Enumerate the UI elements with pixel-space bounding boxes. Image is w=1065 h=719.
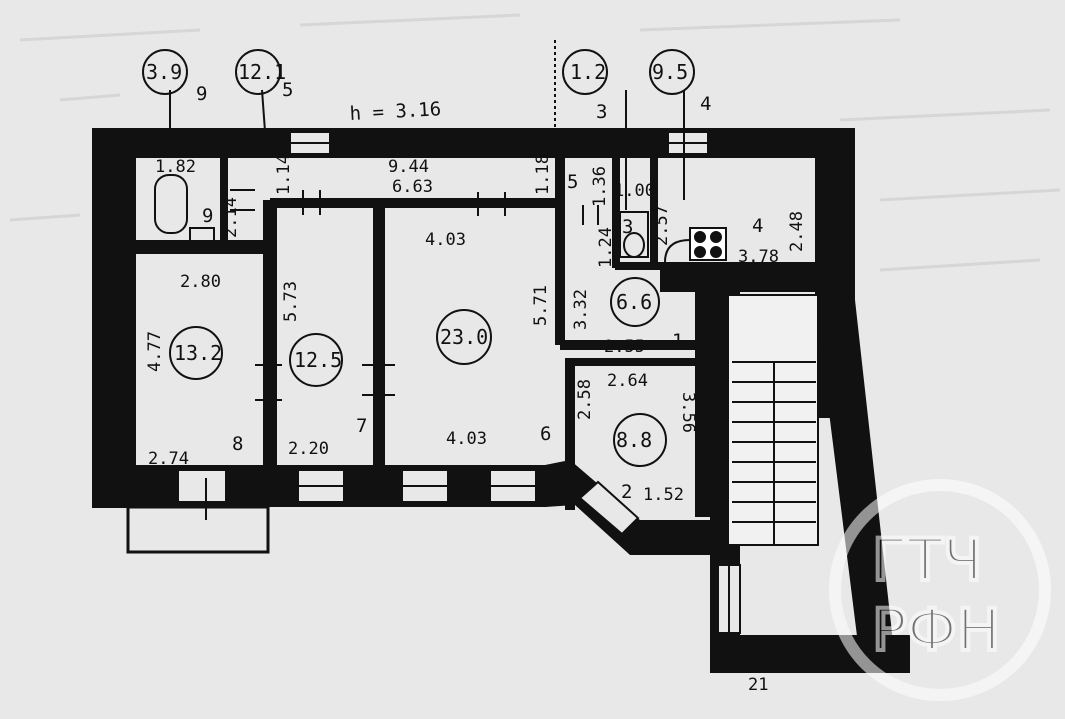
dim-r2-height: 5.73 bbox=[281, 281, 301, 322]
room-number: 1 bbox=[672, 330, 683, 352]
leader-lines bbox=[169, 40, 685, 210]
watermark-logo: ГТЧ РФН bbox=[829, 479, 1051, 701]
room-r4: 6.6 1 bbox=[610, 277, 683, 352]
room-number: 6 bbox=[540, 423, 551, 445]
dim-r1-height: 4.77 bbox=[145, 331, 165, 372]
dim-r1-bottom: 2.74 bbox=[148, 449, 189, 469]
room-number: 8 bbox=[232, 433, 243, 455]
bathtub-icon bbox=[154, 174, 188, 234]
kitchen-number: 4 bbox=[752, 215, 763, 237]
dim-wc-height: 1.24 bbox=[596, 227, 616, 268]
dimensions: 1.82 2.14 1.14 9.44 6.63 1.18 4.03 4.03 … bbox=[145, 154, 807, 505]
dim-r5-bottom: 1.52 bbox=[643, 485, 684, 505]
dim-wc-width-2: 1.00 bbox=[614, 181, 655, 201]
room-r5: 8.8 2 bbox=[613, 413, 667, 503]
dim-kitchen-height-2: 2.48 bbox=[787, 211, 807, 252]
room-area: 8.8 bbox=[616, 428, 652, 452]
dim-corridor-long: 9.44 bbox=[388, 157, 429, 177]
callout-c1: 3.9 9 bbox=[142, 49, 207, 105]
sink-icon bbox=[189, 227, 215, 243]
callout-number: 9 bbox=[196, 83, 207, 105]
bath-number: 9 bbox=[202, 205, 213, 227]
dim-r4-height: 3.32 bbox=[571, 289, 591, 330]
dim-r5-width: 2.64 bbox=[607, 371, 648, 391]
callout-area: 1.2 bbox=[570, 60, 606, 84]
callout-area: 3.9 bbox=[146, 60, 182, 84]
fixtures bbox=[154, 174, 727, 263]
watermark-bottom-text: РФН bbox=[872, 596, 1001, 664]
callout-number: 4 bbox=[700, 93, 711, 115]
balcony bbox=[126, 505, 270, 554]
room-number: 7 bbox=[356, 415, 367, 437]
dim-corridor-height: 1.18 bbox=[533, 154, 553, 195]
paper-texture bbox=[9, 13, 1061, 272]
dim-bath-width: 1.82 bbox=[155, 157, 196, 177]
callout-number: 5 bbox=[282, 79, 293, 101]
room-r2: 12.5 7 bbox=[289, 333, 367, 437]
wc-number: 3 bbox=[622, 216, 633, 238]
dim-r3-top: 4.03 bbox=[425, 230, 466, 250]
room-number: 2 bbox=[621, 481, 632, 503]
walls bbox=[92, 128, 910, 673]
room-area: 23.0 bbox=[440, 325, 488, 349]
dim-bath-height: 2.14 bbox=[221, 197, 241, 238]
dim-r3-height: 5.71 bbox=[531, 285, 551, 326]
corridor-number: 5 bbox=[567, 171, 578, 193]
callout-area: 9.5 bbox=[652, 60, 688, 84]
callout-area: 12.1 bbox=[238, 60, 286, 84]
callout-c4: 9.5 4 bbox=[649, 49, 711, 115]
room-r1: 13.2 8 bbox=[169, 326, 243, 455]
door-marks bbox=[205, 189, 599, 520]
dim-r4-width: 2.55 bbox=[604, 337, 645, 357]
dim-r1-top: 2.80 bbox=[180, 272, 221, 292]
room-area: 13.2 bbox=[174, 341, 222, 365]
watermark-top-text: ГТЧ bbox=[872, 526, 983, 594]
window-lines bbox=[290, 142, 730, 633]
room-area: 6.6 bbox=[616, 290, 652, 314]
staircase bbox=[727, 294, 819, 546]
dim-r5-height-1: 2.58 bbox=[575, 379, 595, 420]
dim-r3-bottom: 4.03 bbox=[446, 429, 487, 449]
dim-hall-width: 1.14 bbox=[274, 154, 294, 195]
room-area: 12.5 bbox=[294, 348, 342, 372]
dim-wc-width-1: 1.36 bbox=[590, 166, 610, 207]
dim-kitchen-width: 3.78 bbox=[738, 247, 779, 267]
ceiling-height: h = 3.16 bbox=[349, 98, 442, 125]
dim-r2-bottom: 2.20 bbox=[288, 439, 329, 459]
callout-c2: 12.1 5 bbox=[235, 49, 293, 101]
dim-corridor-short: 6.63 bbox=[392, 177, 433, 197]
callout-c3: 1.2 3 bbox=[562, 49, 608, 123]
bottom-fragment-text: 21 bbox=[748, 675, 768, 695]
dim-r5-height-2: 3.56 bbox=[678, 392, 698, 433]
callout-number: 3 bbox=[596, 101, 607, 123]
dim-kitchen-height-1: 2.57 bbox=[652, 205, 672, 246]
room-r3: 23.0 6 bbox=[436, 309, 551, 445]
